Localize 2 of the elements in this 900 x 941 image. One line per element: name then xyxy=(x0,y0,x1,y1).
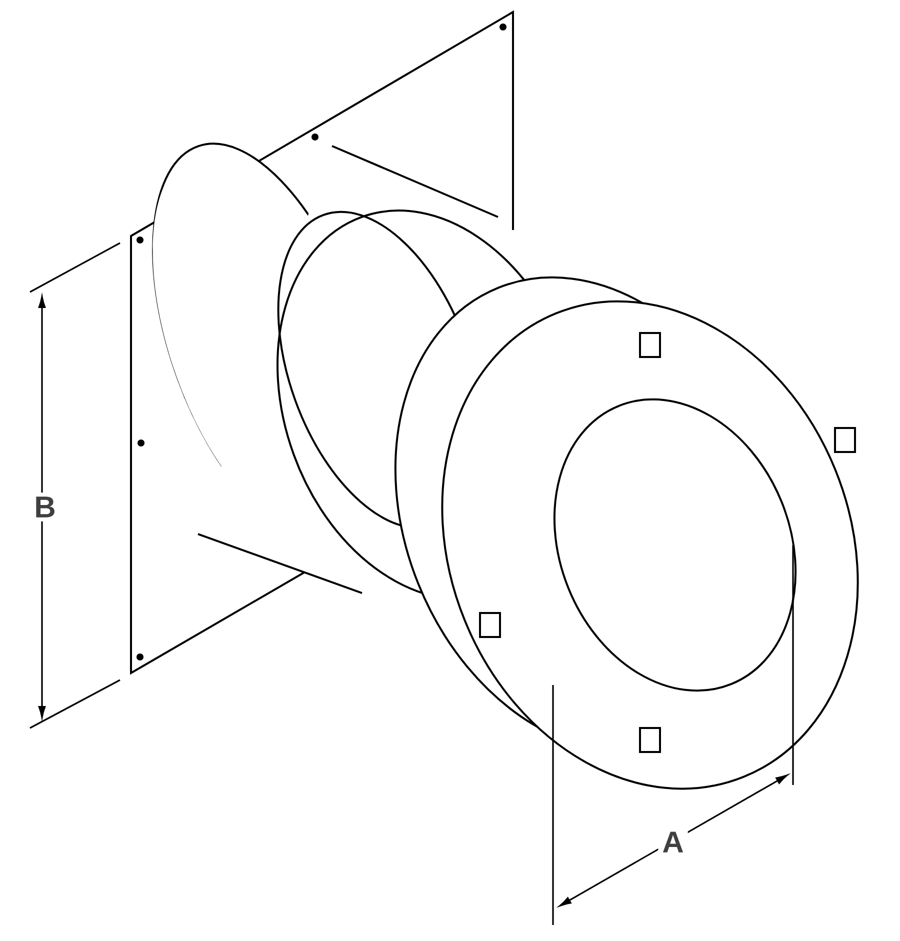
dimension-label: B xyxy=(30,492,60,522)
dimension-label: A xyxy=(658,828,688,856)
